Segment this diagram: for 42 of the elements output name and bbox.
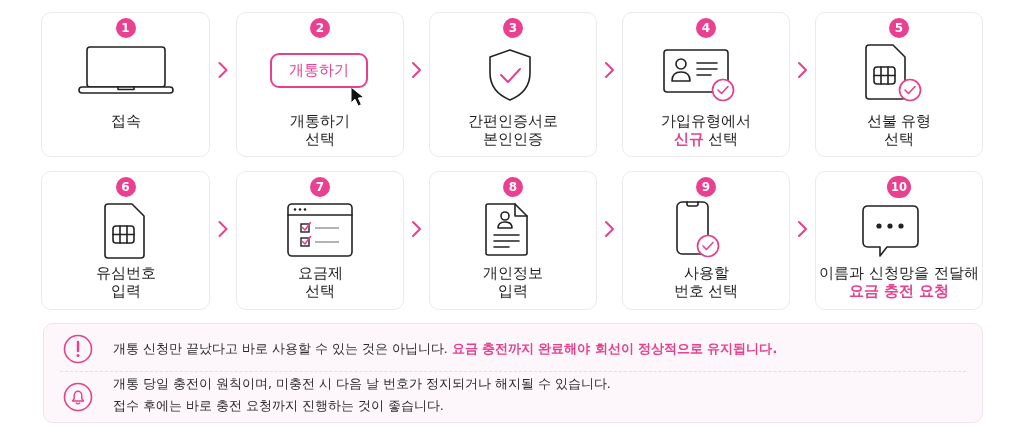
step-caption: 간편인증서로 본인인증 — [467, 112, 559, 148]
chevron-arrow — [412, 221, 421, 237]
step-caption: 접속 — [110, 112, 141, 130]
step-card — [622, 171, 790, 310]
step-badge: 4 — [696, 18, 716, 38]
step-card — [236, 171, 404, 310]
chevron-arrow — [798, 62, 807, 78]
step-badge: 7 — [310, 177, 330, 197]
step-badge: 10 — [887, 176, 911, 198]
step-badge: 8 — [503, 177, 523, 197]
step-card — [236, 12, 404, 157]
step-card — [41, 171, 210, 310]
chevron-arrow — [412, 62, 421, 78]
step-card — [622, 12, 790, 157]
step-badge: 2 — [310, 18, 330, 38]
step-caption: 사용할 번호 선택 — [673, 264, 739, 300]
step-badge: 1 — [115, 18, 136, 38]
chevron-arrow — [218, 221, 228, 237]
chevron-arrow — [605, 221, 614, 237]
step-caption: 선불 유형 선택 — [866, 112, 932, 148]
step-caption: 개인정보 입력 — [482, 264, 544, 300]
step-card — [815, 171, 983, 310]
button: 개통하기 — [270, 53, 368, 88]
chevron-arrow — [798, 221, 807, 237]
step-caption: 가입유형에서 신규 선택 — [660, 112, 752, 148]
chevron-arrow — [605, 62, 614, 78]
notice-panel — [43, 323, 983, 423]
step-badge: 3 — [503, 18, 523, 38]
step-caption: 이름과 신청망을 전달해 요금 충전 요청 — [818, 264, 980, 300]
step-card — [429, 171, 597, 310]
step-badge: 6 — [115, 177, 136, 197]
step-caption: 요금제 선택 — [297, 264, 343, 300]
step-caption: 개통하기 선택 — [289, 112, 351, 148]
step-card — [41, 12, 210, 157]
step-badge: 9 — [696, 177, 716, 197]
notice-text: 개통 신청만 끝났다고 바로 사용할 수 있는 것은 아닙니다. 요금 충전까지 완료해야 회선이 정상적으로 유지됩니다. — [113, 340, 779, 358]
step-card — [429, 12, 597, 157]
step-card — [815, 12, 983, 157]
chevron-arrow — [218, 62, 228, 78]
step-caption: 유심번호 입력 — [95, 264, 156, 300]
notice-text: 개통 당일 충전이 원칙이며, 미충전 시 다음 날 번호가 정지되거나 해지될 수 있습니다. 접수 후에는 바로 충전 요청까지 진행하는 것이 좋습니다. — [113, 375, 612, 415]
step-badge: 5 — [889, 18, 909, 38]
